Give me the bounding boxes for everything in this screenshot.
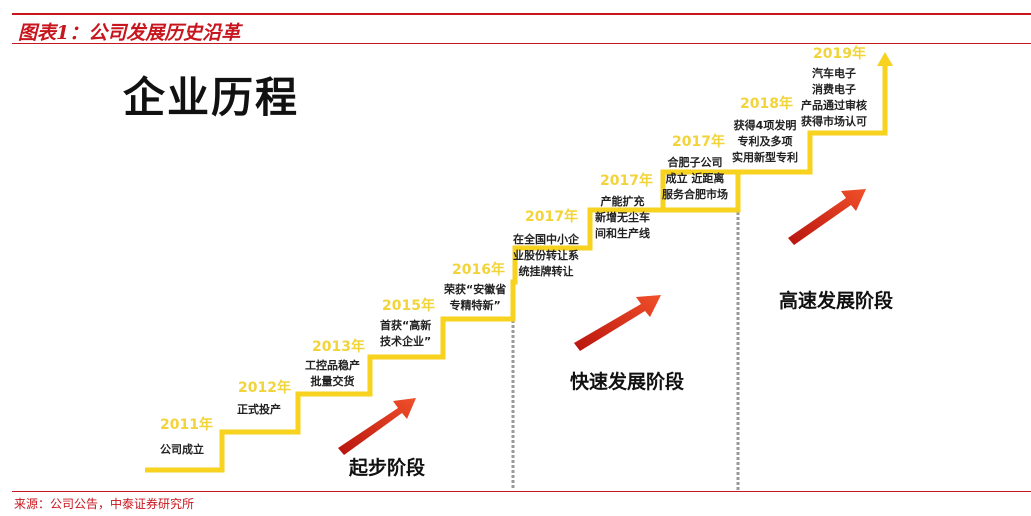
milestone-year: 2018年: [740, 96, 793, 112]
staircase-line-upper: [663, 62, 888, 213]
milestone-year: 2017年: [525, 209, 578, 225]
header-rule: [12, 43, 1031, 44]
milestone-year: 2015年: [382, 298, 435, 314]
phase-label-high-speed: 高速发展阶段: [779, 290, 894, 312]
milestone-year: 2017年: [672, 134, 725, 150]
source-note: 来源：公司公告，中泰证券研究所: [14, 497, 195, 511]
growth-arrow-icon-1: [338, 398, 416, 455]
milestone-desc: 汽车电子消费电子产品通过审核获得市场认可: [801, 67, 867, 128]
milestone-desc: 正式投产: [237, 403, 281, 416]
main-title: 企业历程: [123, 73, 300, 122]
milestone-desc: 产能扩充新增无尘车间和生产线: [595, 195, 650, 240]
phase-label-rapid: 快速发展阶段: [570, 371, 685, 393]
milestone-year: 2017年: [600, 173, 653, 189]
milestone-desc: 在全国中小企业股份转让系统挂牌转让: [513, 233, 579, 278]
milestone-desc: 获得4项发明专利及多项实用新型专利: [732, 119, 798, 164]
growth-arrow-icon-3: [788, 189, 866, 245]
footer-rule: [12, 491, 1031, 492]
milestone-desc: 工控品稳产批量交货: [305, 359, 360, 388]
milestone-year: 2016年: [452, 262, 505, 278]
figure-title: 图表1：公司发展历史沿革: [18, 22, 241, 44]
milestone-year: 2011年: [160, 417, 213, 433]
growth-arrow-icon-2: [574, 295, 661, 351]
up-arrow-head-icon: [877, 52, 893, 66]
milestone-year: 2019年: [813, 46, 866, 62]
milestone-year: 2013年: [312, 339, 365, 355]
milestone-desc: 荣获“安徽省专精特新”: [444, 283, 507, 312]
milestone-year: 2012年: [238, 380, 291, 396]
milestone-desc: 合肥子公司成立 近距离服务合肥市场: [662, 156, 728, 201]
milestone-desc: 首获“高新技术企业”: [380, 319, 432, 348]
top-rule: [12, 13, 1031, 15]
staircase-line: [145, 169, 741, 473]
milestone-desc: 公司成立: [160, 443, 204, 456]
phase-label-startup: 起步阶段: [349, 457, 426, 479]
